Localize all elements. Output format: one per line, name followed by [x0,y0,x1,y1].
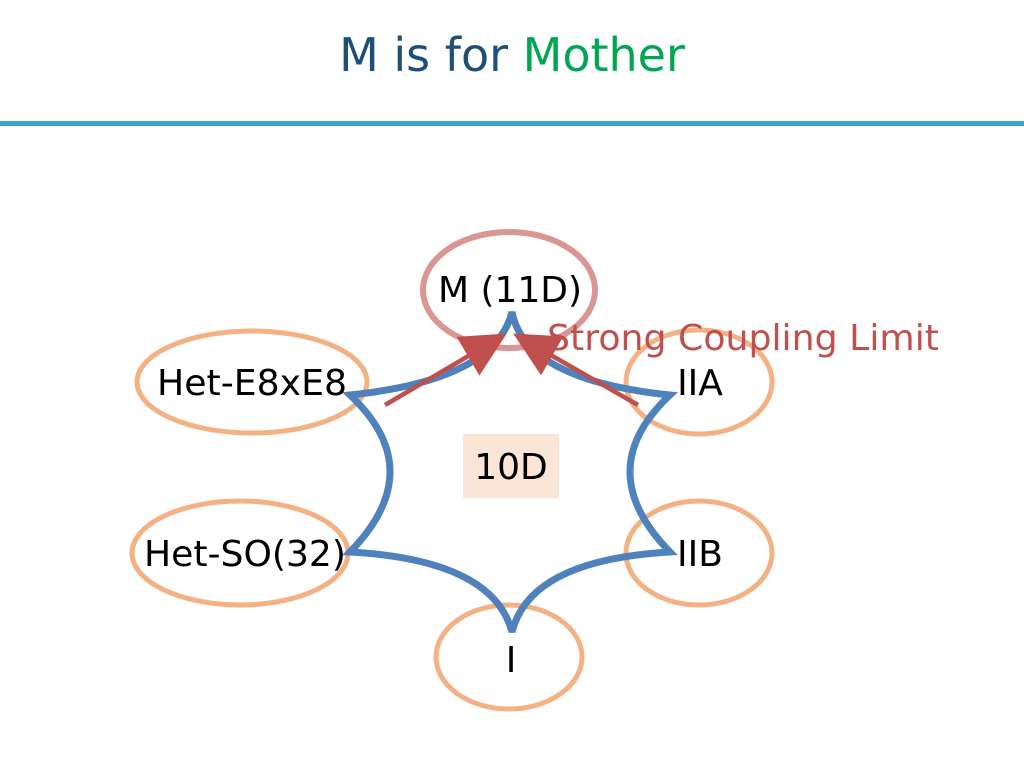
type-i-ellipse [433,602,585,712]
strong-coupling-arrow-right [513,333,640,407]
iia-ellipse [623,327,775,437]
center-label: 10D [474,447,548,488]
moduli-star [342,311,678,633]
type-i-label: I [506,640,517,681]
m-theory-label: M (11D) [438,270,582,311]
iib-ellipse [623,498,775,608]
title-accent: Mother [522,28,685,82]
het-so-label: Het-SO(32) [144,534,346,575]
m-theory-ellipse [420,229,598,351]
title-divider [0,121,1024,126]
strong-coupling-label: Strong Coupling Limit [547,318,939,359]
iib-label: IIB [677,534,723,575]
slide-title: M is for Mother [0,28,1024,82]
iia-label: IIA [677,363,723,404]
title-prefix: M is for [339,28,523,82]
strong-coupling-arrow-left [383,333,507,407]
het-e8-ellipse [134,328,370,436]
het-e8-label: Het-E8xE8 [157,363,347,404]
center-box [463,434,559,498]
